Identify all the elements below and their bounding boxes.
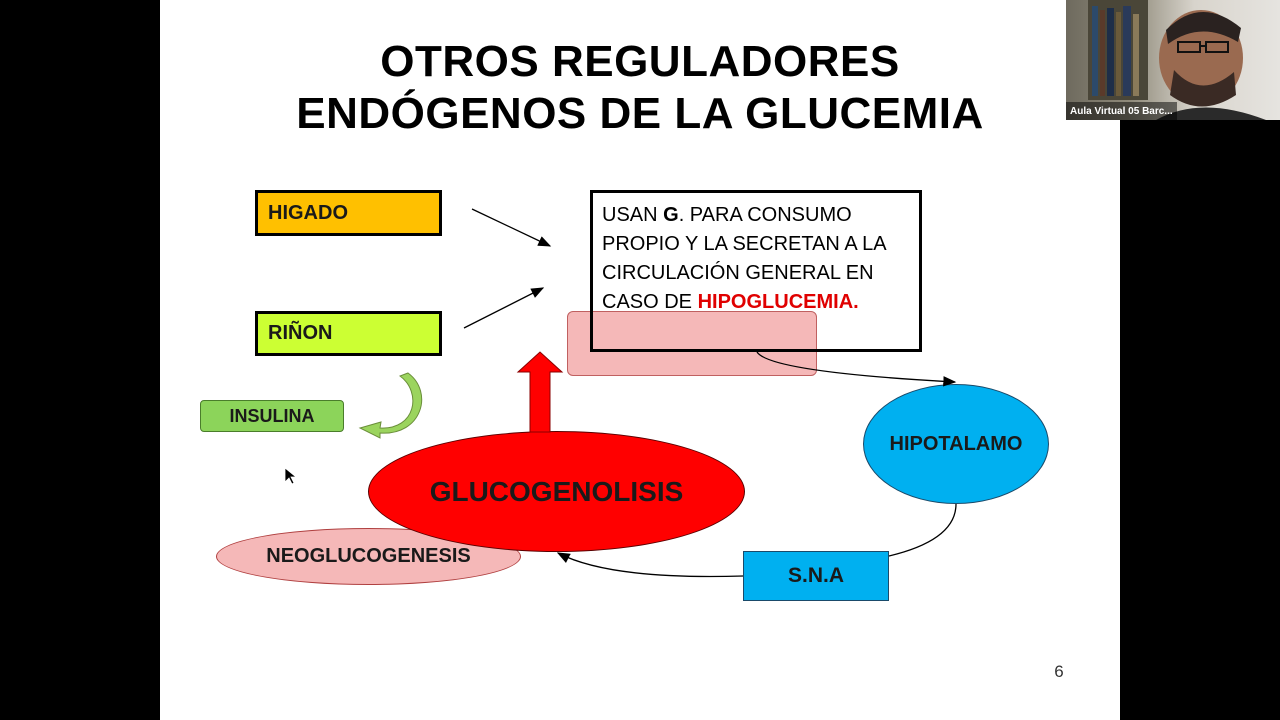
diagram-arrows [284,208,957,578]
glucogenolisis-label: GLUCOGENOLISIS [429,475,684,507]
rinon-box: RIÑON [255,311,442,356]
participant-video [1088,0,1266,120]
page-number: 6 [1054,662,1064,681]
hipotalamo-ellipse: HIPOTALAMO [863,384,1049,504]
title-line-2: ENDÓGENOS DE LA GLUCEMIA [296,89,984,138]
usan-bold-g: G [663,204,679,226]
glucogenolisis-up-arrow [516,351,564,433]
participant-name-label: Aula Virtual 05 Barc... [1066,102,1177,120]
sna-label: S.N.A [787,564,844,587]
higado-box: HIGADO [255,190,442,236]
title-line-1: OTROS REGULADORES [380,37,900,86]
hipoglucemia-text: HIPOGLUCEMIA. [697,291,859,313]
neoglucogenesis-label: NEOGLUCOGENESIS [266,545,471,567]
participant-video-tile[interactable]: Aula Virtual 05 Barc... [1066,0,1280,120]
usan-glucose-textbox: USAN G. PARA CONSUMO PROPIO Y LA SECRETA… [590,190,922,352]
slide-title: OTROS REGULADORES ENDÓGENOS DE LA GLUCEM… [160,36,1120,140]
glucogenolisis-ellipse: GLUCOGENOLISIS [368,431,745,552]
insulina-curved-arrow [358,372,423,439]
mouse-cursor-icon [284,467,298,485]
usan-text-part1: USAN [602,204,664,226]
hipoglucemia-to-hipotalamo-arrow [756,351,957,387]
usan-text-part2: . PARA CONSUMO PROPIO Y LA SECRETAN A LA… [602,204,886,313]
higado-label: HIGADO [268,201,348,224]
insulina-label: INSULINA [229,405,315,426]
rinon-arrow [463,287,545,329]
higado-arrow [471,208,552,247]
hipotalamo-label: HIPOTALAMO [889,432,1023,455]
insulina-box: INSULINA [200,400,344,432]
sna-box: S.N.A [743,551,889,601]
hipotalamo-to-sna-connector [888,503,957,557]
sna-to-glucogenolisis-arrow [556,552,744,578]
presentation-slide: OTROS REGULADORES ENDÓGENOS DE LA GLUCEM… [160,0,1120,720]
hipoglucemia-highlight-box [567,311,817,376]
rinon-label: RIÑON [268,322,333,344]
